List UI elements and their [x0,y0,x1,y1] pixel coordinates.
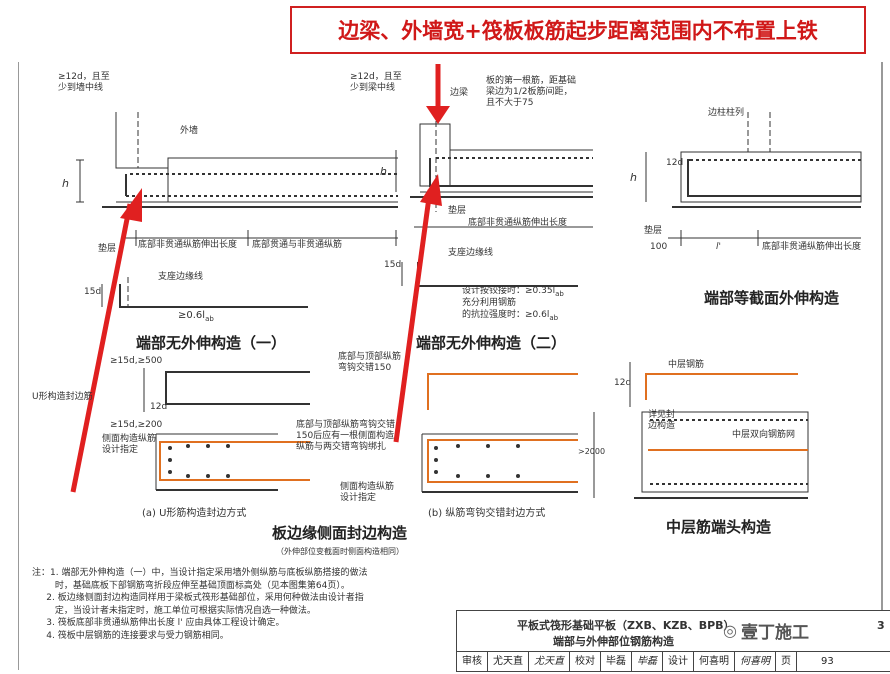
note-line: 3. 筏板底部非贯通纵筋伸出长度 l' 应由具体工程设计确定。 [32,618,285,628]
d4-d15-200: ≥15d,≥200 [110,420,163,430]
d3-col: 边柱柱列 [708,108,745,118]
center-subtitle: （外伸部位变截面时侧面构造相同） [276,547,404,556]
d3-lprime: l' [716,242,721,252]
sign-cell: 何喜明 [735,652,776,672]
note-line: 4. 筏板中层钢筋的连接要求与受力钢筋相同。 [32,630,229,641]
title-block: 平板式筏形基础平板（ZXB、KZB、BPB） 端部与外伸部位钢筋构造 3 审核 … [456,610,890,672]
d1-bot-through: 底部贯通与非贯通纵筋 [252,240,343,250]
title-block-sign-row: 审核 尤天直 尤天直 校对 毕磊 毕磊 设计 何喜明 何喜明 页 93 [457,651,890,672]
d4-d15-500: ≥15d,≥500 [110,356,163,366]
callout-banner: 边梁、外墙宽+筏板板筋起步距离范围内不布置上铁 [290,6,866,54]
d6-see: 详见封 边构造 [648,410,676,431]
d2-support-line: 支座边缘线 [448,248,494,258]
d2-design: 设计按铰接时：≥0.35lab [462,286,564,298]
watermark-text: 壹丁施工 [740,623,809,643]
note-line: 定，当设计者未指定时，施工单位可根据实际情况自选一种做法。 [32,605,316,616]
d2-pad: 垫层 [448,206,467,216]
d2-h: h [380,165,387,178]
d6-title: 中层筋端头构造 [666,518,772,536]
sign-cell: 校对 [570,652,601,672]
d3-d12: 12d [666,158,684,168]
d2-ann-top: ≥12d，且至 少到梁中线 [350,72,402,93]
d2-d15: 15d [384,260,402,270]
note-line: 2. 板边缘侧面封边构造同样用于梁板式筏形基础部位，采用何种做法由设计者指 [32,593,364,603]
d6-mesh: 中层双向钢筋网 [732,430,796,440]
sign-cell: 审核 [457,652,488,672]
d6-mid-bar: 中层钢筋 [668,360,705,370]
center-title: 板边缘侧面封边构造 [272,524,408,542]
d3-bot-non: 底部非贯通纵筋伸出长度 [762,242,862,252]
d1-pad: 垫层 [98,244,117,254]
notes: 注：1. 端部无外伸构造（一）中，当设计指定采用墙外侧纵筋与底板纵筋搭接的做法 … [32,567,367,642]
sign-cell: 设计 [663,652,694,672]
d4-caption: (a) U形筋构造封边方式 [142,508,247,519]
drawing-sheet: ≥12d，且至 少到墙中线 外墙 h 垫层 底部非贯通纵筋伸出长度 底部贯通与非… [18,62,890,672]
sign-cell: 何喜明 [694,652,735,672]
title-block-line2: 端部与外伸部位钢筋构造 [553,635,674,648]
d1-anchor: ≥0.6lab [178,310,214,323]
sign-cell: 毕磊 [601,652,632,672]
d1-h: h [62,177,69,190]
title-block-fig-no: 3 [877,619,885,632]
d1-d15: 15d [84,287,102,297]
d4-u-label: U形构造封边筋 [32,392,93,402]
d1-bot-non: 底部非贯通纵筋伸出长度 [138,240,238,250]
d3-title: 端部等截面外伸构造 [704,289,840,307]
d2-bot-non: 底部非贯通纵筋伸出长度 [468,218,568,228]
d1-support-line: 支座边缘线 [158,272,204,282]
sign-cell: 尤天直 [529,652,570,672]
d6-d12: 12d [614,378,632,388]
d1-title: 端部无外伸构造（一） [136,334,287,352]
d2-design2: 充分利用钢筋 [462,298,517,308]
d1-outer-wall: 外墙 [180,126,199,136]
sign-cell: 页 [776,652,797,672]
d5-side-bars: 侧面构造纵筋 设计指定 [340,482,395,503]
d3-dim100: 100 [650,242,668,252]
title-block-line1: 平板式筏形基础平板（ZXB、KZB、BPB） [517,619,735,632]
wechat-icon: ◎ [723,621,737,640]
d5-lap150: 底部与顶部纵筋 弯钩交错150 [338,352,402,373]
d4-side-bars: 侧面构造纵筋 设计指定 [102,434,157,455]
d3-pad: 垫层 [644,226,663,236]
d2-edge-beam: 边梁 [450,88,469,98]
d2-first-bar: 板的第一根筋，距基础 梁边为1/2板筋间距， 且不大于75 [486,76,577,108]
d5-caption: (b) 纵筋弯钩交错封边方式 [428,508,546,519]
drawing-lines [18,62,883,670]
d1-ann-top: ≥12d，且至 少到墙中线 [58,72,110,93]
sign-cell: 毕磊 [632,652,663,672]
d2-design3: 的抗拉强度时：≥0.6lab [462,310,559,322]
watermark: ◎ 壹丁施工 [723,618,809,643]
sign-cell: 尤天直 [488,652,529,672]
sign-cell: 93 [821,656,834,667]
d3-h: h [630,171,637,184]
note-line: 时，基础底板下部钢筋弯折段应伸至基础顶面标高处（见本图集第64页）。 [32,580,350,591]
note-line: 注：1. 端部无外伸构造（一）中，当设计指定采用墙外侧纵筋与底板纵筋搭接的做法 [32,568,368,578]
d6-dim: >2000 [578,447,606,456]
d5-lap-note: 底部与顶部纵筋弯钩交错 150后应有一根侧面构造 纵筋与两交错弯钩绑扎 [296,420,396,452]
d2-title: 端部无外伸构造（二） [416,334,567,352]
d4-d12: 12d [150,402,168,412]
